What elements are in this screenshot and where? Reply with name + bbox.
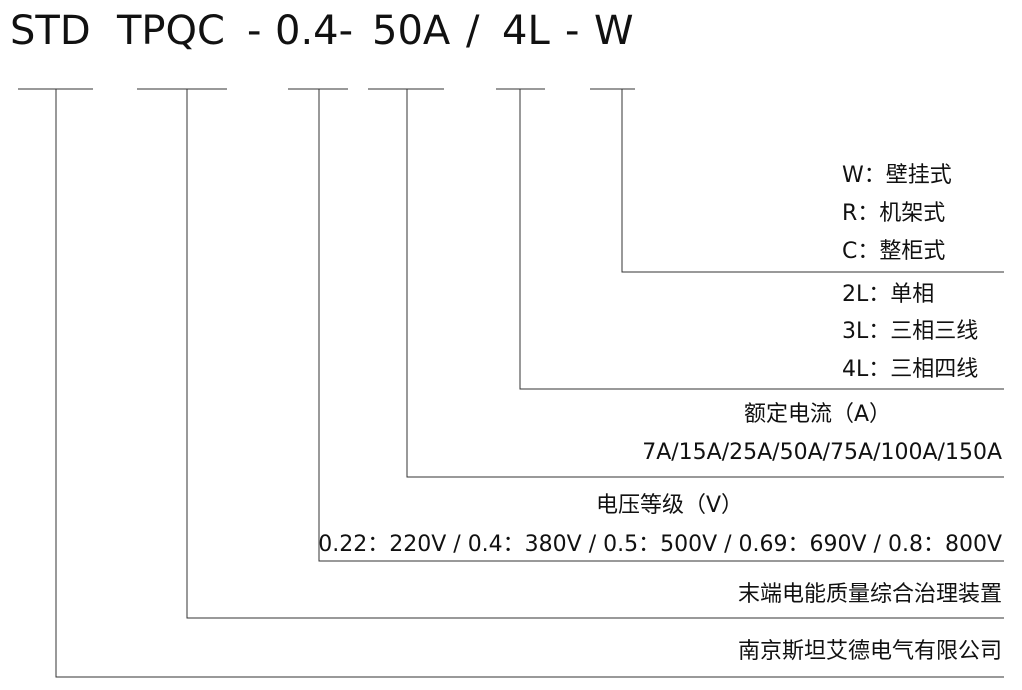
phase-option-4l: 4L：三相四线 [842,357,979,382]
model-code: STD TPQC - 0.4- 50A / 4L - W [0,0,1022,90]
leader-product [186,89,1004,619]
current-rating-values: 7A/15A/25A/50A/75A/100A/150A [642,440,1002,465]
code-dash-2: - [565,8,580,54]
code-dash-1: - [247,8,262,54]
code-phase: 4L [502,8,550,54]
product-name: 末端电能质量综合治理装置 [737,582,1002,607]
leader-mounting [621,89,1004,273]
voltage-class-title: 电压等级（V） [596,493,744,518]
company-name: 南京斯坦艾德电气有限公司 [737,639,1002,664]
current-rating-title: 额定电流（A） [744,402,892,427]
phase-option-3l: 3L：三相三线 [842,319,979,344]
code-product: TPQC [117,8,225,54]
phase-option-2l: 2L：单相 [842,282,935,307]
code-slash: / [466,8,480,54]
code-company: STD [10,8,91,54]
leader-voltage [318,89,1004,562]
mounting-option-cabinet: C：整柜式 [842,239,946,264]
code-mounting: W [594,8,634,54]
code-voltage: 0.4- [275,8,354,54]
leader-current [406,89,1004,478]
leader-company [55,89,1004,678]
leader-phase [519,89,1004,390]
mounting-option-rack: R：机架式 [842,201,946,226]
voltage-class-values: 0.22：220V / 0.4：380V / 0.5：500V / 0.69：6… [318,532,1002,557]
code-current: 50A [372,8,451,54]
mounting-option-wall: W：壁挂式 [842,163,952,188]
